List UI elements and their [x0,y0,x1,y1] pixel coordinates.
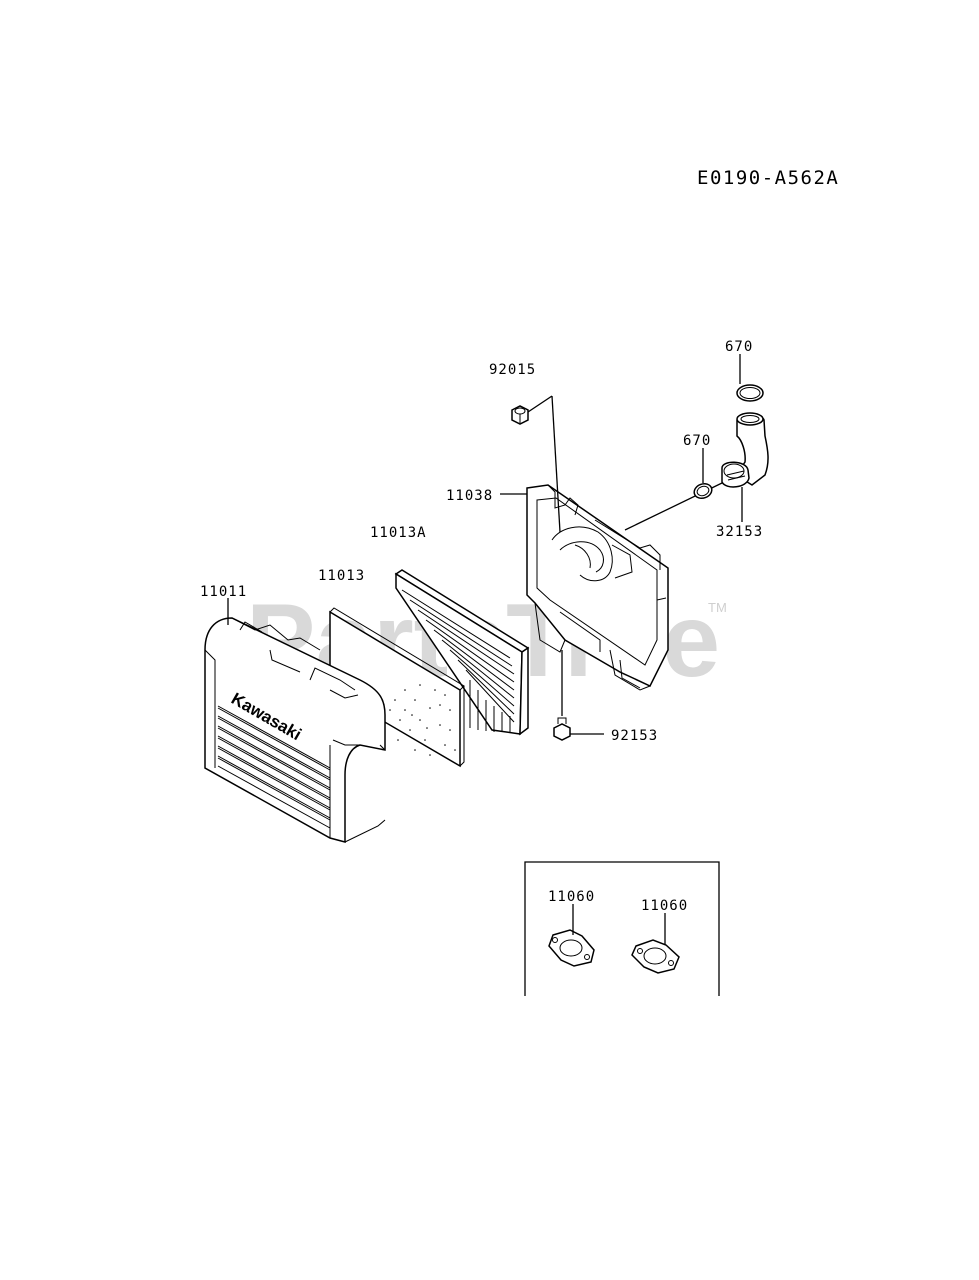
elbow-pipe-32153[interactable] [721,412,769,488]
label-670-mid: 670 [683,433,711,449]
label-11011: 11011 [200,584,247,600]
nut-92015[interactable] [511,405,529,425]
label-92015: 92015 [489,362,536,378]
air-filter-element-11013A[interactable] [394,569,530,736]
air-cleaner-cover-11011[interactable]: Kawasaki [204,617,386,843]
watermark-trademark: TM [708,600,727,615]
label-32153: 32153 [716,524,763,540]
diagram-reference: E0190-A562A [697,167,839,189]
label-92153: 92153 [611,728,658,744]
gasket-inset-box [524,861,720,996]
label-11060-right: 11060 [641,898,688,914]
air-cleaner-base-11038[interactable] [526,484,669,691]
bolt-92153[interactable] [553,717,571,741]
label-11013: 11013 [318,568,365,584]
label-670-top: 670 [725,339,753,355]
label-11060-left: 11060 [548,889,595,905]
label-11013A: 11013A [370,525,427,541]
foam-pre-cleaner-11013[interactable] [329,607,465,768]
gasket-11060-left[interactable] [548,929,595,967]
gasket-11060-right[interactable] [631,939,680,974]
label-11038: 11038 [446,488,493,504]
o-ring-670-mid[interactable] [692,481,714,500]
